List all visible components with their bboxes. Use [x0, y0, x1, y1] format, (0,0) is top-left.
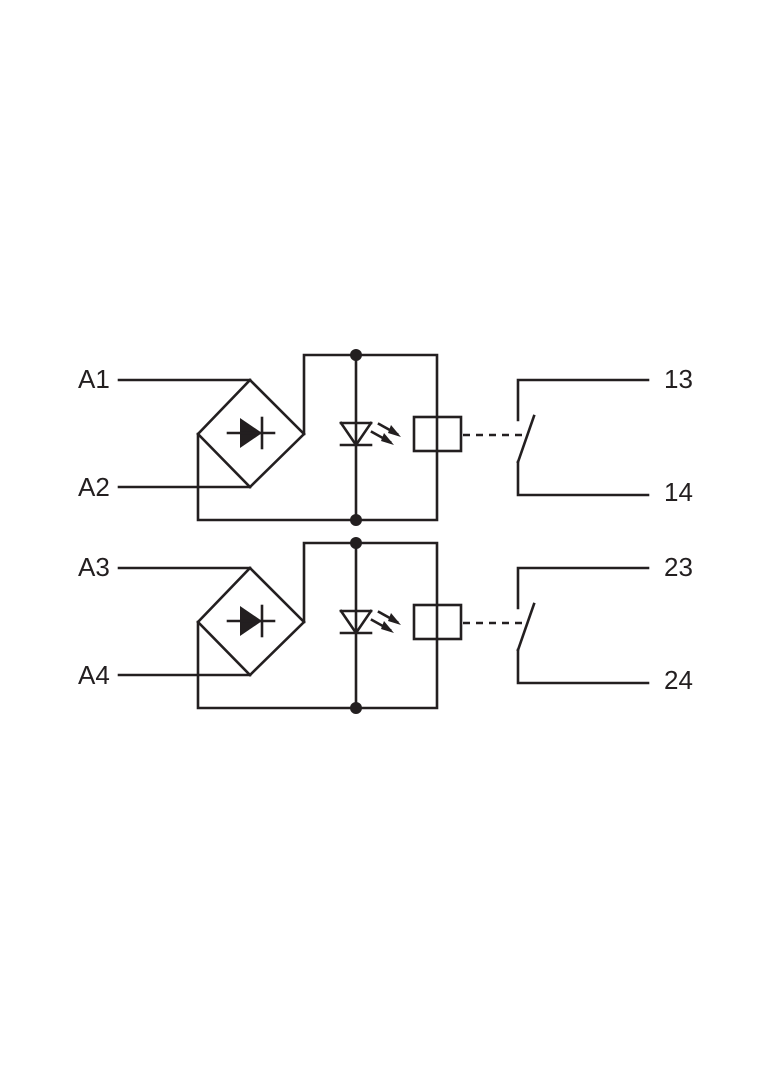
channel-2-circuit: [117, 535, 650, 716]
terminal-label-14: 14: [664, 477, 693, 507]
terminal-label-24: 24: [664, 665, 693, 695]
terminal-label-23: 23: [664, 552, 693, 582]
terminal-label-a3: A3: [78, 552, 110, 582]
terminal-label-a2: A2: [78, 472, 110, 502]
terminal-label-a4: A4: [78, 660, 110, 690]
terminal-label-13: 13: [664, 364, 693, 394]
terminal-label-a1: A1: [78, 364, 110, 394]
channel-1-circuit: [117, 347, 650, 528]
